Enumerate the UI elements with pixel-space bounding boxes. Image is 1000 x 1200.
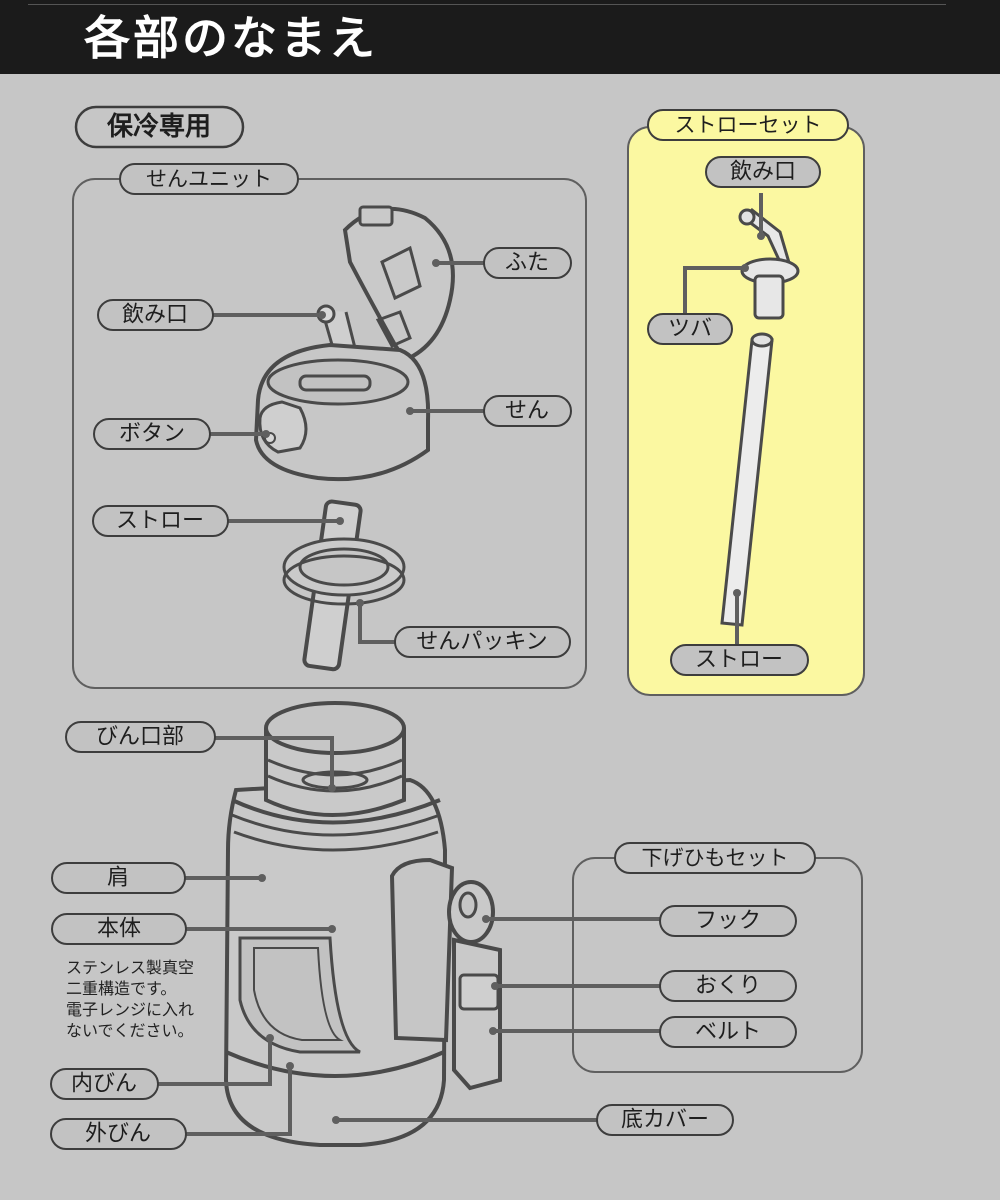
label-pills <box>50 105 849 1150</box>
label-straw-spout: 飲み口 <box>730 160 796 185</box>
straw-set-illustration <box>720 207 800 627</box>
label-inner-bottle: 内びん <box>71 1072 137 1097</box>
label-belt: ベルト <box>695 1020 761 1045</box>
group-title-straw-set: ストローセット <box>675 113 822 137</box>
strap-holder-shape <box>389 857 455 1043</box>
slider-shape <box>458 973 500 1011</box>
leader-dots <box>258 232 765 1124</box>
bottle-illustration <box>223 701 502 1147</box>
label-slider: おくり <box>695 974 761 999</box>
leader-lines <box>158 193 763 1136</box>
label-mouth: びん口部 <box>96 725 184 750</box>
label-cap-spout: 飲み口 <box>122 303 188 328</box>
cap-unit-illustration <box>253 205 455 672</box>
label-button: ボタン <box>119 422 185 447</box>
body-note-line: ステンレス製真空 <box>66 958 195 977</box>
label-packing: せんパッキン <box>416 630 547 655</box>
label-long-straw: ストロー <box>695 648 783 673</box>
group-title-strap-set: 下げひもセット <box>642 846 789 870</box>
label-body: 本体 <box>97 917 141 942</box>
label-flange: ツバ <box>668 317 712 342</box>
body-note-line: ないでください。 <box>66 1021 194 1040</box>
label-hook: フック <box>695 909 761 934</box>
belt-shape <box>452 937 502 1091</box>
section-title: 保冷専用 <box>106 111 211 142</box>
cap-unit-frame <box>72 178 587 689</box>
label-stopper: せん <box>505 399 549 424</box>
bottle-mouth-shape <box>264 701 406 755</box>
lid-shape <box>342 206 455 363</box>
page-title: 各部のなまえ <box>84 11 378 65</box>
body-note-line: 二重構造です。 <box>66 979 177 998</box>
label-outer-bottle: 外びん <box>85 1122 151 1147</box>
label-lid: ふた <box>505 251 549 276</box>
label-bottom-cover: 底カバー <box>621 1108 709 1133</box>
label-cap-straw: ストロー <box>116 509 204 534</box>
button-shape <box>258 400 308 454</box>
group-title-cap-unit: せんユニット <box>146 167 272 191</box>
label-shoulder: 肩 <box>107 866 129 891</box>
header-rule <box>28 4 946 5</box>
header-bar: 各部のなまえ <box>0 0 1000 74</box>
bottle-body-shape <box>223 777 448 1147</box>
body-note-line: 電子レンジに入れ <box>66 1000 195 1019</box>
body-note: ステンレス製真空 二重構造です。 電子レンジに入れ ないでください。 <box>66 957 194 1041</box>
